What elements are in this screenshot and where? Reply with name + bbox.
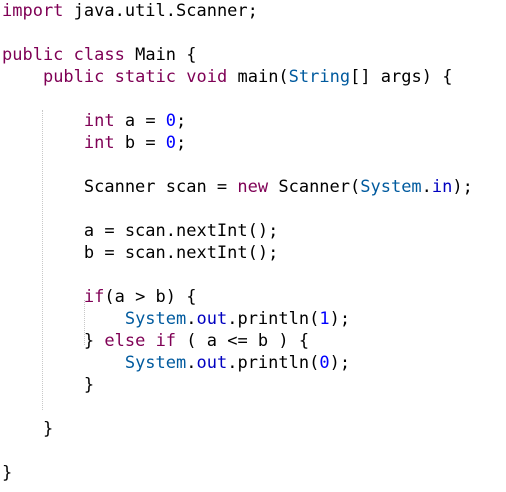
code-line: public static void main(String[] args) { (2, 66, 453, 88)
code-token-plain (2, 133, 84, 153)
code-token-plain: } (2, 463, 13, 483)
code-token-type: System (124, 309, 187, 329)
code-token-kw: new (237, 177, 269, 197)
code-token-num: 1 (319, 309, 330, 329)
code-token-plain: Scanner scan = (2, 177, 238, 197)
code-token-kw: else (104, 331, 146, 351)
code-token-plain (2, 287, 84, 307)
code-token-plain: } (2, 375, 95, 395)
code-token-kw: static (114, 67, 177, 87)
code-token-field: out (196, 353, 228, 373)
code-token-plain (145, 331, 155, 351)
code-token-plain (2, 309, 125, 329)
code-line: if(a > b) { (2, 286, 197, 308)
code-token-plain: Scanner( (268, 177, 361, 197)
code-token-type: String (288, 67, 351, 87)
code-line: Scanner scan = new Scanner(System.in); (2, 176, 473, 198)
code-token-field: in (431, 177, 453, 197)
code-token-num: 0 (165, 133, 177, 153)
code-token-plain: . (186, 309, 197, 329)
code-token-plain (63, 45, 73, 65)
indent-guide (42, 110, 43, 410)
code-line: } else if ( a <= b ) { (2, 330, 309, 352)
code-token-plain: a = (114, 111, 166, 131)
code-token-kw: public (42, 67, 105, 87)
code-token-plain: (a > b) { (104, 287, 197, 307)
code-token-kw: if (83, 287, 105, 307)
code-token-plain: } (2, 331, 105, 351)
code-token-plain: java.util.Scanner; (63, 1, 258, 21)
code-line: System.out.println(1); (2, 308, 350, 330)
code-token-plain: . (421, 177, 432, 197)
code-token-plain: b = (114, 133, 166, 153)
code-token-plain: b = scan.nextInt(); (2, 243, 279, 263)
code-token-type: System (360, 177, 422, 197)
code-token-plain: ); (329, 353, 351, 373)
code-token-field: out (196, 309, 228, 329)
code-token-plain (2, 111, 84, 131)
code-line: } (2, 462, 12, 484)
code-token-plain: ; (176, 111, 187, 131)
code-token-num: 0 (165, 111, 177, 131)
code-line: System.out.println(0); (2, 352, 350, 374)
code-token-num: 0 (319, 353, 330, 373)
code-token-plain: [] args) { (350, 67, 453, 87)
code-token-plain (176, 67, 186, 87)
code-line: b = scan.nextInt(); (2, 242, 278, 264)
code-token-plain: ; (176, 133, 187, 153)
code-token-plain (2, 353, 125, 373)
code-line: } (2, 374, 94, 396)
code-token-plain (2, 67, 43, 87)
code-token-plain: .println( (227, 309, 320, 329)
code-token-kw: int (83, 111, 115, 131)
code-token-plain: .println( (227, 353, 320, 373)
code-token-plain: ); (329, 309, 351, 329)
code-line: int b = 0; (2, 132, 186, 154)
indent-guide (84, 300, 85, 345)
code-token-kw: public (2, 45, 64, 65)
code-token-plain: ( a <= b ) { (176, 331, 310, 351)
code-line: a = scan.nextInt(); (2, 220, 278, 242)
code-line: public class Main { (2, 44, 197, 66)
code-token-kw: void (186, 67, 228, 87)
code-token-plain: Main { (124, 45, 197, 65)
code-token-kw: int (83, 133, 115, 153)
code-line: } (2, 418, 53, 440)
code-token-plain: ); (452, 177, 473, 197)
code-token-plain: main( (227, 67, 289, 87)
code-token-plain (104, 67, 114, 87)
code-line: import java.util.Scanner; (2, 0, 258, 22)
code-token-kw: if (155, 331, 177, 351)
code-token-plain: a = scan.nextInt(); (2, 221, 279, 241)
code-line: int a = 0; (2, 110, 186, 132)
code-token-plain: } (2, 419, 54, 439)
code-token-plain: . (186, 353, 197, 373)
code-token-kw: import (2, 1, 64, 21)
code-token-kw: class (73, 45, 125, 65)
code-token-type: System (124, 353, 187, 373)
